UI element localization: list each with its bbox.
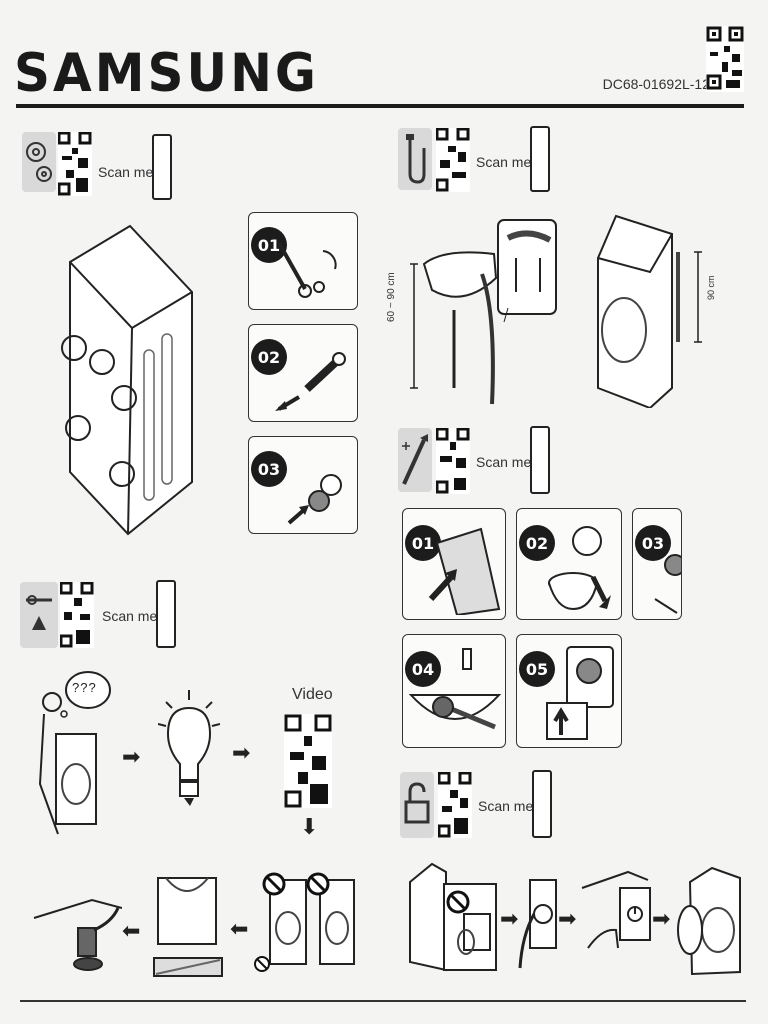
section-icon-tile <box>22 132 56 192</box>
qr-code[interactable] <box>58 132 92 196</box>
step-badge: 05 <box>519 651 555 687</box>
step-card: 01 <box>402 508 506 620</box>
power-button-illustration <box>581 870 651 949</box>
phone-icon <box>152 134 172 200</box>
step-badge: 02 <box>519 525 555 561</box>
brand-logo: SAMSUNG <box>14 42 319 104</box>
step-card: 01 <box>248 212 358 310</box>
qr-code[interactable] <box>438 772 472 838</box>
header-qr-code[interactable] <box>706 26 744 92</box>
phone-icon <box>530 126 550 192</box>
arrow-right-icon: ➡ <box>500 906 519 931</box>
scan-me-label: Scan me! <box>476 154 536 170</box>
qr-code[interactable] <box>60 582 94 648</box>
power-plug-illustration <box>518 879 557 969</box>
scan-me-label: Scan me! <box>102 608 162 624</box>
confused-user-illustration <box>38 671 111 835</box>
hose-icon <box>406 134 426 184</box>
prohibited-feet-illustration <box>254 872 355 972</box>
bolt-icon <box>275 352 346 411</box>
sink-drain-illustration <box>410 219 557 405</box>
scan-me-label: Scan me! <box>98 164 158 180</box>
phone-icon <box>156 580 176 648</box>
section-icon-tile <box>398 128 432 190</box>
step-badge: 01 <box>405 525 441 561</box>
question-marks: ??? <box>72 680 97 695</box>
washer-bolts-illustration <box>61 224 193 536</box>
step-badge: 02 <box>251 339 287 375</box>
phone-icon <box>530 426 550 494</box>
washer-door-open-illustration <box>677 866 741 976</box>
arrow-right-icon: ➡ <box>232 740 251 765</box>
step-card: 03 <box>632 508 682 620</box>
drain-bowl-icon <box>548 526 611 611</box>
arrow-left-icon: ⬅ <box>122 918 141 943</box>
cap-icon <box>287 474 342 525</box>
video-qr-code[interactable] <box>284 714 332 808</box>
step-badge: 03 <box>635 525 671 561</box>
gear-icon <box>26 142 52 182</box>
step-badge: 04 <box>405 651 441 687</box>
arrow-down-icon: ⬇ <box>300 814 319 839</box>
section-icon-tile <box>20 582 58 648</box>
washer-prohibited-illustration <box>409 862 497 972</box>
reinsert-filter-icon <box>546 646 614 740</box>
washer-hose-illustration <box>597 214 702 408</box>
footer-rule <box>20 1000 746 1002</box>
filter-door-icon <box>428 527 501 615</box>
document-number: DC68-01692L-12 <box>602 76 710 92</box>
arrow-left-icon: ⬅ <box>230 916 249 941</box>
step-badge: 01 <box>251 227 287 263</box>
section-icon-tile <box>400 772 434 838</box>
video-label: Video <box>292 686 333 703</box>
step-card: 02 <box>248 324 358 422</box>
rinse-filter-icon <box>408 648 502 730</box>
section-icon-tile <box>398 428 432 492</box>
step-card: 03 <box>248 436 358 534</box>
header-rule <box>16 104 744 108</box>
scan-me-label: Scan me! <box>478 798 538 814</box>
filter-cap-icon <box>654 554 681 614</box>
sink-height-label: 60 ~ 90 cm <box>386 272 397 322</box>
arrow-right-icon: ➡ <box>122 744 141 769</box>
qr-code[interactable] <box>436 428 470 494</box>
leveling-base-illustration <box>153 877 223 977</box>
brush-icon <box>402 434 428 485</box>
arrow-right-icon: ➡ <box>652 906 671 931</box>
unlock-icon <box>404 782 430 824</box>
step-badge: 03 <box>251 451 287 487</box>
step-card: 04 <box>402 634 506 748</box>
qr-code[interactable] <box>436 128 470 192</box>
scan-me-label: Scan me! <box>476 454 536 470</box>
level-icon <box>26 595 52 630</box>
wrench-icon <box>277 242 337 298</box>
adjust-foot-illustration <box>33 898 122 971</box>
machine-height-label: 90 cm <box>706 275 716 300</box>
lightbulb-icon <box>158 690 220 806</box>
arrow-right-icon: ➡ <box>558 906 577 931</box>
step-card: 02 <box>516 508 622 620</box>
step-card: 05 <box>516 634 622 748</box>
phone-icon <box>532 770 552 838</box>
